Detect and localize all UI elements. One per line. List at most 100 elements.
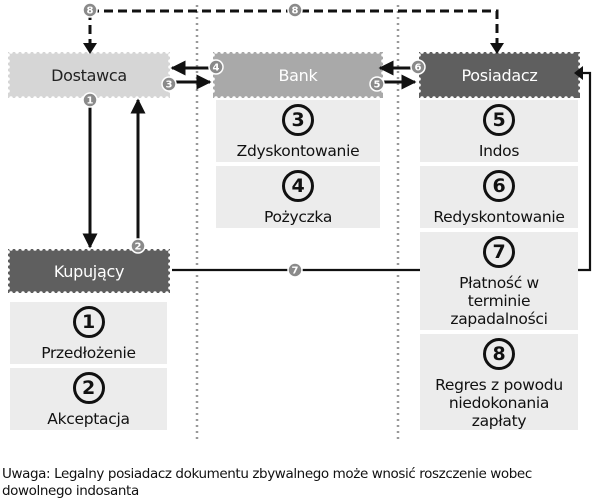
stamp-notch — [81, 50, 85, 54]
stamp-notch — [498, 96, 502, 100]
step-number-badge: 1 — [72, 306, 105, 338]
stamp-notch — [540, 96, 544, 100]
stamp-notch — [63, 96, 67, 100]
stamp-notch — [552, 96, 556, 100]
stamp-notch — [444, 96, 448, 100]
step-marker-label: 5 — [374, 80, 381, 91]
stamp-notch — [168, 250, 172, 254]
stamp-notch — [417, 89, 421, 93]
stamp-notch — [93, 291, 97, 295]
stamp-notch — [564, 50, 568, 54]
stamp-notch — [211, 89, 215, 93]
stamp-notch — [450, 50, 454, 54]
stamp-notch — [93, 50, 97, 54]
stamp-notch — [528, 50, 532, 54]
stamp-notch — [51, 291, 55, 295]
stamp-notch — [232, 50, 236, 54]
step-card-redyskontowanie: 6 Redyskontowanie — [420, 166, 578, 228]
node-bank-label: Bank — [278, 65, 318, 85]
stamp-notch — [376, 50, 380, 54]
stamp-notch — [328, 50, 332, 54]
stamp-notch — [153, 247, 157, 251]
stamp-notch — [226, 96, 230, 100]
stamp-notch — [51, 247, 55, 251]
stamp-notch — [141, 96, 145, 100]
node-dostawca: Dostawca — [11, 55, 167, 95]
stamp-notch — [420, 96, 424, 100]
stamp-notch — [244, 96, 248, 100]
stamp-notch — [123, 50, 127, 54]
stamp-notch — [274, 50, 278, 54]
stamp-notch — [81, 247, 85, 251]
stamp-notch — [6, 262, 10, 266]
stamp-notch — [534, 96, 538, 100]
stamp-notch — [99, 96, 103, 100]
stamp-notch — [111, 96, 115, 100]
footnote: Uwaga: Legalny posiadacz dokumentu zbywa… — [2, 466, 532, 499]
stamp-notch — [69, 291, 73, 295]
stamp-notch — [75, 291, 79, 295]
stamp-notch — [165, 247, 169, 251]
step-label: Regres z powodu niedokonania zapłaty — [435, 376, 563, 430]
stamp-notch — [168, 262, 172, 266]
stamp-notch — [381, 59, 385, 63]
stamp-notch — [358, 50, 362, 54]
stamp-notch — [135, 50, 139, 54]
stamp-notch — [75, 96, 79, 100]
step-number-badge: 6 — [483, 170, 515, 202]
stamp-notch — [510, 50, 514, 54]
stamp-notch — [129, 50, 133, 54]
stamp-notch — [432, 50, 436, 54]
step-label: Przedłożenie — [41, 344, 136, 362]
stamp-notch — [370, 50, 374, 54]
stamp-bank — [213, 52, 383, 98]
stamp-notch — [578, 83, 582, 87]
step-card-regres: 8 Regres z powodu niedokonania zapłaty — [420, 334, 578, 430]
stamp-notch — [33, 50, 37, 54]
stamp-notch — [358, 96, 362, 100]
stamp-notch — [165, 96, 169, 100]
step-marker — [161, 76, 177, 92]
stamp-notch — [105, 50, 109, 54]
stamp-notch — [381, 71, 385, 75]
stamp-notch — [528, 96, 532, 100]
stamp-notch — [33, 96, 37, 100]
stamp-notch — [6, 53, 10, 57]
stamp-notch — [211, 53, 215, 57]
stamp-notch — [262, 50, 266, 54]
step-label: Płatność w terminie zapadalności — [450, 274, 548, 328]
stamp-notch — [111, 247, 115, 251]
step-marker — [82, 2, 98, 18]
stamp-notch — [117, 50, 121, 54]
stamp-notch — [6, 250, 10, 254]
stamp-notch — [316, 50, 320, 54]
stamp-notch — [540, 50, 544, 54]
stamp-notch — [99, 291, 103, 295]
stamp-notch — [280, 50, 284, 54]
stamp-notch — [168, 286, 172, 290]
arrow-platnosc-head — [574, 66, 583, 80]
stamp-notch — [328, 96, 332, 100]
stamp-notch — [522, 96, 526, 100]
node-kupujacy-label: Kupujący — [53, 261, 125, 281]
step-card-przedlozenie: 1 Przedłożenie — [10, 302, 167, 364]
stamp-notch — [340, 50, 344, 54]
stamp-notch — [123, 291, 127, 295]
stamp-notch — [168, 268, 172, 272]
stamp-notch — [426, 96, 430, 100]
stamp-notch — [546, 50, 550, 54]
stamp-notch — [474, 96, 478, 100]
stamp-notch — [6, 274, 10, 278]
step-card-zdyskontowanie: 3 Zdyskontowanie — [216, 100, 380, 162]
stamp-notch — [81, 291, 85, 295]
stamp-notch — [214, 96, 218, 100]
stamp-notch — [123, 247, 127, 251]
stamp-notch — [141, 50, 145, 54]
stamp-notch — [462, 96, 466, 100]
stamp-notch — [420, 50, 424, 54]
stamp-notch — [39, 247, 43, 251]
stamp-notch — [578, 89, 582, 93]
step-label: Zdyskontowanie — [236, 142, 360, 160]
stamp-notch — [39, 96, 43, 100]
